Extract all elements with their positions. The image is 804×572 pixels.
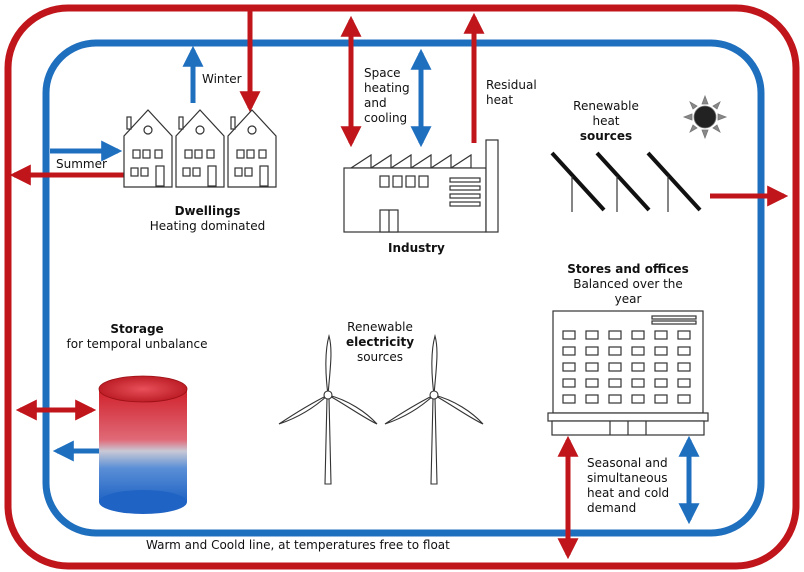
- residual-heat-label: Residual heat: [486, 78, 537, 108]
- seasonal-line: Seasonal and: [587, 456, 668, 470]
- renewable-heat-bold: sources: [579, 129, 633, 143]
- residual-heat-line: Residual: [486, 78, 537, 92]
- stores-label: Stores and offices Balanced over the yea…: [545, 262, 711, 307]
- seasonal-demand-label: Seasonal and simultaneous heat and cold …: [587, 456, 669, 516]
- renewable-elec-bold: electricity: [345, 335, 415, 349]
- renewable-elec-line: Renewable: [347, 320, 413, 334]
- renewable-electricity-label: Renewable electricity sources: [320, 320, 440, 365]
- bottom-line-label: Warm and Coold line, at temperatures fre…: [146, 538, 450, 552]
- dwellings-label: Dwellings Heating dominated: [120, 204, 295, 234]
- warm-line-loop: [4, 4, 800, 570]
- storage-label: Storage for temporal unbalance: [52, 322, 222, 352]
- factory-icon: [343, 139, 499, 233]
- cold-line-loop: [42, 39, 765, 537]
- seasonal-line: heat and cold: [587, 486, 670, 500]
- storage-subtitle: for temporal unbalance: [66, 337, 208, 351]
- house-icon: [123, 109, 277, 188]
- storage-tank-icon: [98, 375, 188, 514]
- dwellings-subtitle: Heating dominated: [149, 219, 266, 233]
- renewable-elec-line: sources: [356, 350, 404, 364]
- sun-icon: [682, 94, 728, 140]
- residual-heat-line: heat: [486, 93, 514, 107]
- space-heating-line: and: [364, 96, 387, 110]
- seasonal-line: demand: [587, 501, 637, 515]
- renewable-heat-line: heat: [592, 114, 620, 128]
- office-building-icon: [547, 310, 709, 436]
- space-heating-line: cooling: [364, 111, 408, 125]
- stores-title: Stores and offices: [567, 262, 689, 276]
- seasonal-line: simultaneous: [587, 471, 668, 485]
- storage-title: Storage: [110, 322, 164, 336]
- summer-label: Summer: [56, 157, 107, 171]
- space-heating-line: Space: [364, 66, 401, 80]
- renewable-heat-line: Renewable: [573, 99, 639, 113]
- industry-label: Industry: [388, 241, 445, 255]
- space-heating-line: heating: [364, 81, 410, 95]
- wind-turbine-icon: [278, 333, 378, 485]
- renewable-heat-label: Renewable heat sources: [556, 99, 656, 144]
- wind-turbine-icon: [384, 333, 484, 485]
- stores-subtitle: year: [614, 292, 642, 306]
- dwellings-title: Dwellings: [174, 204, 241, 218]
- winter-label: Winter: [202, 72, 242, 86]
- solar-panel-icon: [550, 151, 702, 212]
- space-heating-label: Space heating and cooling: [364, 66, 410, 126]
- stores-subtitle: Balanced over the: [573, 277, 683, 291]
